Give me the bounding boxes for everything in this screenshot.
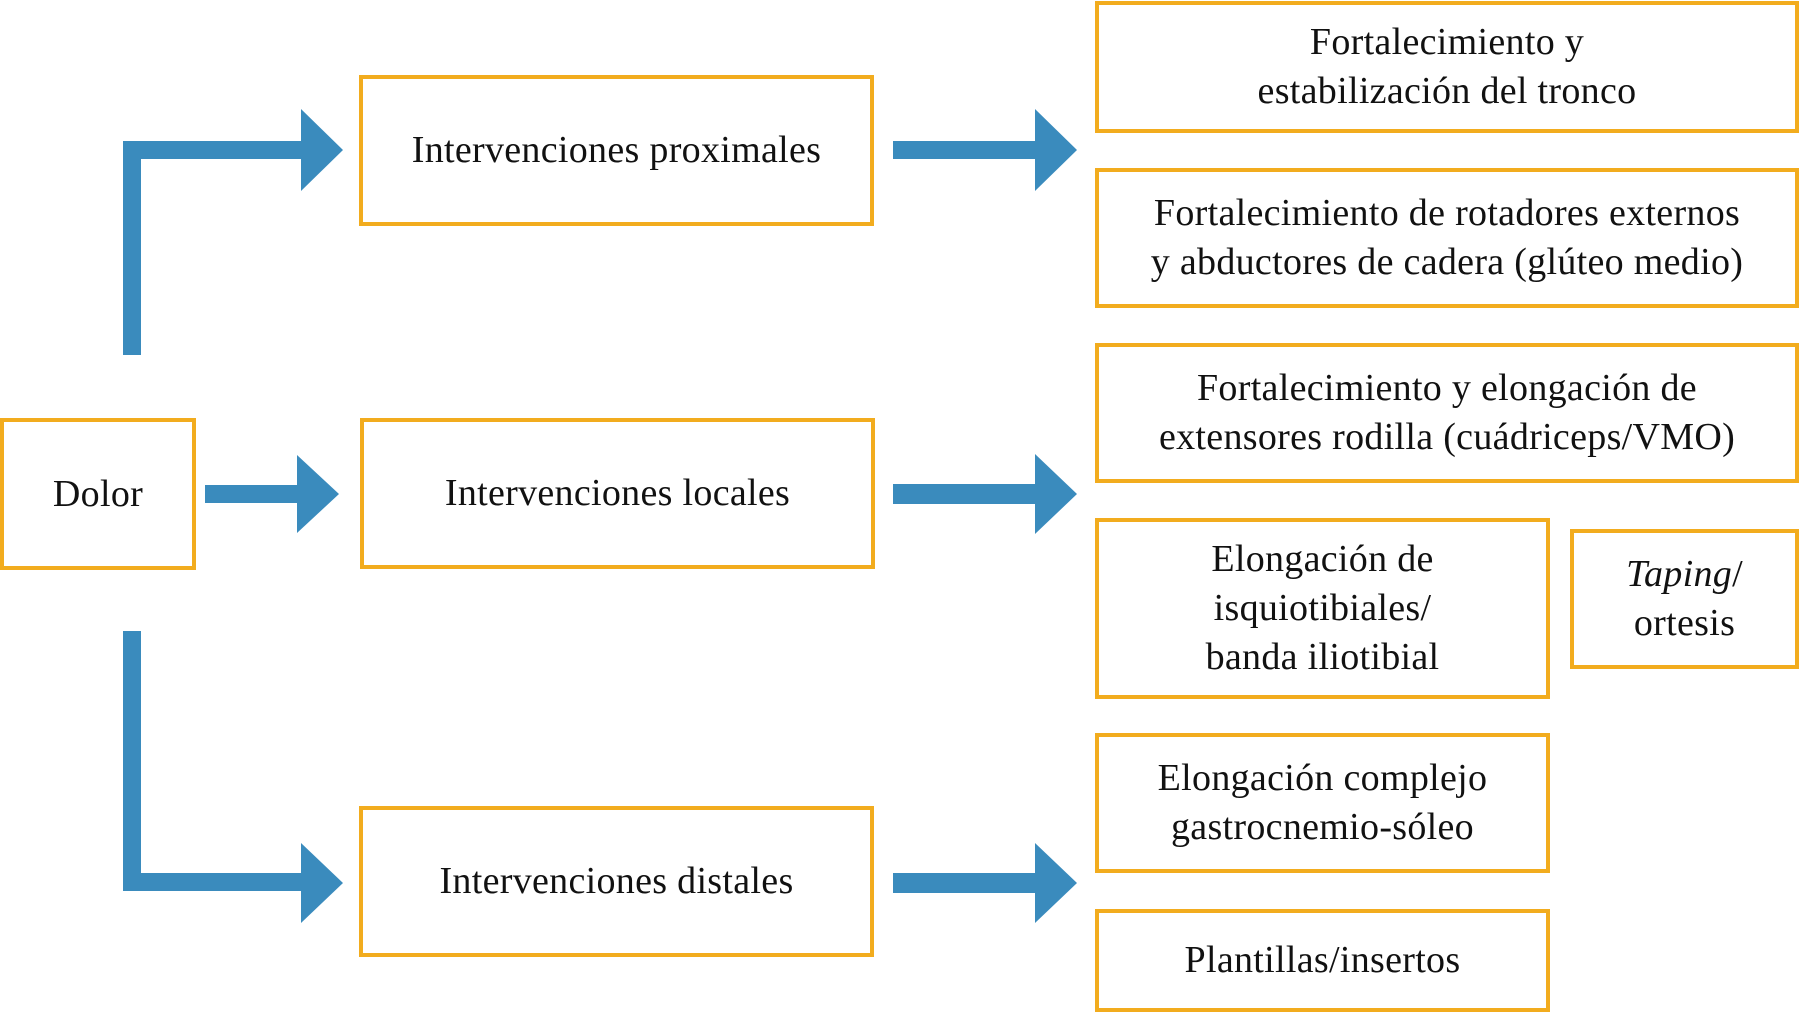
item-node-gastrocnemio: Elongación complejo gastrocnemio-sóleo — [1095, 733, 1550, 873]
item-node-label: Fortalecimiento y elongación de extensor… — [1158, 367, 1736, 458]
arrow-dolor-to-distal — [123, 631, 343, 923]
item-node-rotadores: Fortalecimiento de rotadores externos y … — [1095, 168, 1799, 308]
arrow-proximal-to-items — [893, 109, 1077, 191]
item-node-taping: Taping/ ortesis — [1570, 529, 1799, 669]
item-node-label: Elongación complejo gastrocnemio-sóleo — [1157, 757, 1488, 848]
group-node-distal: Intervenciones distales — [359, 806, 874, 957]
item-node-label-italic: Taping — [1626, 553, 1733, 595]
item-node-label: Elongación de isquiotibiales/ banda ilio… — [1205, 538, 1440, 678]
item-node-label: Plantillas/insertos — [1184, 939, 1461, 981]
arrow-local-to-items — [893, 454, 1077, 534]
item-node-label: Fortalecimiento de rotadores externos y … — [1150, 192, 1744, 283]
arrow-distal-to-items — [893, 843, 1077, 923]
group-node-label: Intervenciones proximales — [411, 129, 822, 171]
item-node-tronco: Fortalecimiento y estabilización del tro… — [1095, 1, 1799, 133]
item-node-label-rest: / ortesis — [1633, 553, 1743, 644]
item-node-plantillas: Plantillas/insertos — [1095, 909, 1550, 1012]
item-node-label: Fortalecimiento y estabilización del tro… — [1257, 21, 1637, 112]
item-node-label: Taping/ ortesis — [1626, 550, 1743, 648]
root-node-dolor: Dolor — [0, 418, 196, 570]
group-node-local: Intervenciones locales — [360, 418, 875, 569]
item-node-extensores: Fortalecimiento y elongación de extensor… — [1095, 343, 1799, 483]
arrow-dolor-to-local — [205, 455, 339, 533]
item-node-isquiotibiales: Elongación de isquiotibiales/ banda ilio… — [1095, 518, 1550, 699]
arrow-dolor-to-proximal — [123, 109, 343, 355]
group-node-label: Intervenciones locales — [444, 472, 791, 514]
group-node-proximal: Intervenciones proximales — [359, 75, 874, 226]
root-node-label: Dolor — [52, 472, 144, 515]
group-node-label: Intervenciones distales — [439, 860, 794, 902]
